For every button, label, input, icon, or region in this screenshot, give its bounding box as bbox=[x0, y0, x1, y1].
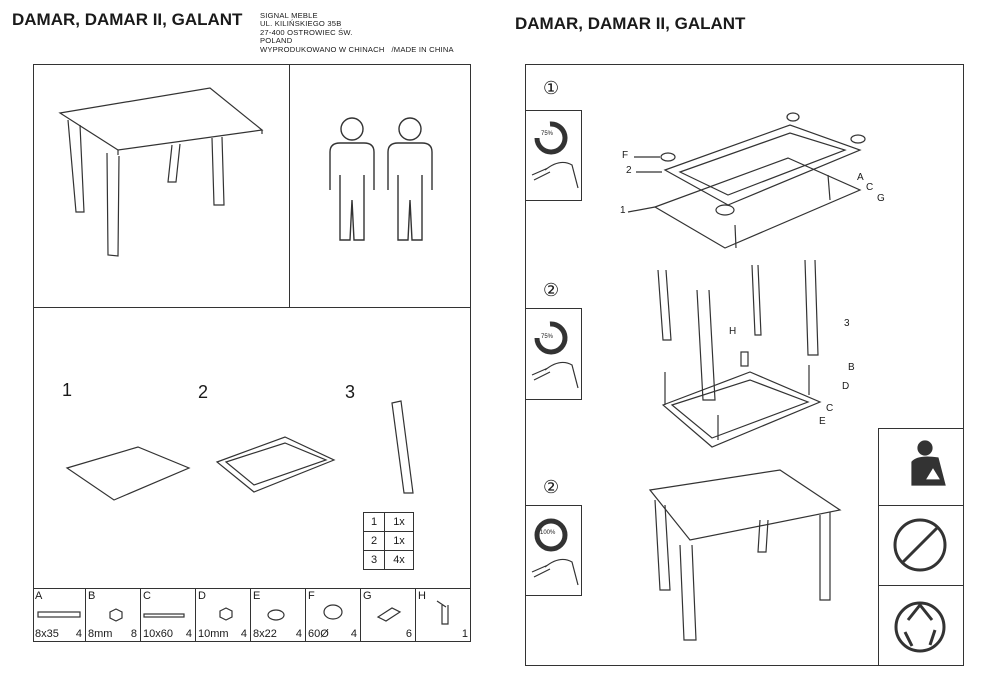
left-instruction-frame bbox=[33, 64, 471, 642]
tabletop-part bbox=[65, 446, 191, 501]
tighten-75-label: 75% bbox=[541, 334, 554, 340]
part-qty: 1x bbox=[384, 512, 414, 532]
callout-a: A bbox=[857, 172, 864, 183]
tool-box-step3 bbox=[525, 505, 582, 596]
tighten-75-label: 75% bbox=[541, 131, 554, 137]
step2-illustration bbox=[657, 259, 822, 448]
hand-with-allen-key-icon bbox=[531, 361, 579, 389]
leg-part bbox=[391, 400, 414, 494]
address-line: SIGNAL MEBLE bbox=[260, 11, 318, 20]
part-qty: 4x bbox=[384, 550, 414, 570]
step-number: ① bbox=[543, 78, 560, 98]
callout-c: C bbox=[826, 403, 834, 414]
callout-h: H bbox=[729, 326, 737, 337]
allen-key-icon bbox=[436, 600, 449, 625]
callout-f: F bbox=[622, 150, 629, 161]
rotate-100-icon bbox=[534, 518, 568, 552]
step-number: ② bbox=[543, 280, 560, 300]
step-number: ② bbox=[543, 477, 560, 497]
recycle-icon bbox=[894, 601, 946, 653]
step3-table-illustration bbox=[648, 469, 842, 641]
frame-part bbox=[215, 436, 336, 493]
bracket-icon bbox=[376, 607, 402, 622]
bolt-icon bbox=[143, 613, 185, 618]
address-line: POLAND bbox=[260, 36, 293, 46]
ring-icon bbox=[323, 604, 343, 620]
table-illustration bbox=[58, 87, 264, 257]
address-line: 27-400 OSTROWIEC ŚW. bbox=[260, 27, 353, 37]
address-line: WYPRODUKOWANO W CHINACH /MADE IN CHINA bbox=[260, 44, 454, 54]
tool-box-step2 bbox=[525, 308, 582, 400]
callout-3: 3 bbox=[844, 318, 850, 329]
callout-g: G bbox=[877, 193, 885, 204]
callout-c: C bbox=[866, 182, 874, 193]
washer-icon bbox=[267, 609, 285, 621]
part-qty: 1x bbox=[384, 531, 414, 551]
manufacturer-address: SIGNAL MEBLE UL. KILIŃSKIEGO 35B 27-400 … bbox=[260, 11, 454, 54]
right-page-title: DAMAR, DAMAR II, GALANT bbox=[515, 14, 746, 33]
callout-e: E bbox=[819, 416, 826, 427]
hand-with-allen-key-icon bbox=[531, 558, 579, 586]
two-person-icon bbox=[329, 117, 433, 241]
divider bbox=[289, 64, 290, 308]
divider bbox=[878, 505, 964, 506]
person-warning-icon bbox=[911, 440, 946, 486]
rotate-75-icon bbox=[534, 121, 568, 155]
callout-1: 1 bbox=[620, 205, 626, 216]
callout-d: D bbox=[842, 381, 850, 392]
divider bbox=[33, 307, 471, 308]
nut-icon bbox=[109, 608, 123, 622]
address-line: UL. KILIŃSKIEGO 35B bbox=[260, 19, 342, 29]
no-standing-icon bbox=[893, 518, 947, 572]
callout-b: B bbox=[848, 362, 855, 373]
component-number: 1 bbox=[62, 380, 73, 400]
divider bbox=[878, 585, 964, 586]
warning-column bbox=[878, 428, 964, 666]
callout-2: 2 bbox=[626, 165, 632, 176]
component-number: 3 bbox=[345, 382, 356, 402]
tighten-100-label: 100% bbox=[540, 530, 556, 536]
left-page-title: DAMAR, DAMAR II, GALANT bbox=[12, 10, 243, 29]
component-number: 2 bbox=[198, 382, 209, 402]
bolt-icon bbox=[37, 611, 81, 618]
nut-icon bbox=[219, 607, 233, 621]
step1-illustration bbox=[627, 112, 866, 249]
tool-box-step1 bbox=[525, 110, 582, 201]
rotate-75-icon bbox=[534, 321, 568, 355]
part-number: 3 bbox=[363, 550, 385, 570]
hand-with-allen-key-icon bbox=[531, 161, 579, 189]
divider bbox=[33, 588, 471, 589]
